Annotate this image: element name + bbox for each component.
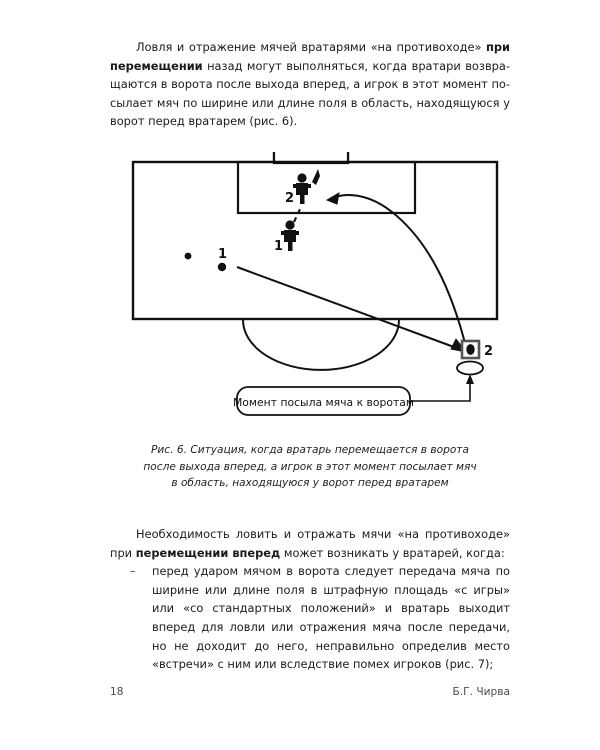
paragraph-2: Необходимость ловить и отражать мячи «на… <box>110 525 510 562</box>
caption-line-3: в область, находящуюся у ворот перед вра… <box>171 477 449 490</box>
callout-leader-arrow <box>466 374 474 384</box>
ball-trajectory-arrowhead <box>325 192 340 205</box>
keeper-movement-dashed-line <box>293 206 302 223</box>
ball-label-2: 2 <box>484 344 493 359</box>
bullet-list: – перед ударом мячом в ворота следует пер… <box>110 562 510 674</box>
ball-label-1: 1 <box>218 247 227 262</box>
paragraph-block-1: Ловля и отражение мячей вратарями «на пр… <box>110 38 510 131</box>
par1-line4: сылает мяч по ширине или длине поля в об… <box>110 95 510 110</box>
page-footer: 18 Б.Г. Чирва <box>110 686 510 698</box>
ball-dot-one <box>217 262 227 272</box>
par1-line5: ворот перед вратарем (рис. 6). <box>110 114 298 129</box>
ball-trajectory-curve <box>329 194 467 348</box>
par1-bold-peremeshchenii: перемещении <box>110 58 203 73</box>
penalty-arc <box>242 319 400 371</box>
paragraph-block-2: Необходимость ловить и отражать мячи «на… <box>110 525 510 674</box>
ball-target-dot <box>466 344 475 355</box>
par1-line2-rest: назад могут выполняться, когда вратари в… <box>202 58 510 73</box>
bullet-dash-icon: – <box>130 564 136 579</box>
caption-line-1: Рис. 6. Ситуация, когда вратарь перемеща… <box>151 444 469 456</box>
running-head-author: Б.Г. Чирва <box>452 686 510 698</box>
keeper-label-1: 1 <box>274 239 283 254</box>
page-number: 18 <box>110 686 124 698</box>
caption-line-2: после выхода вперед, а игрок в этот моме… <box>143 460 477 473</box>
bullet-line-1: перед ударом мячом в ворота следует пере… <box>152 564 510 579</box>
paragraph-1: Ловля и отражение мячей вратарями «на пр… <box>110 38 510 131</box>
par2-bold-perem-vpered: перемещении вперед <box>135 545 281 560</box>
moment-ellipse <box>456 360 484 376</box>
ball-dot-start <box>184 252 192 260</box>
par1-bold-pri: при <box>485 40 510 54</box>
par1-line3: щаются в ворота после выхода вперед, а и… <box>110 77 510 92</box>
bullet-line-5: до него, неправильно определив место «вс… <box>152 638 511 672</box>
callout-box <box>236 386 411 416</box>
keeper-forward-arrow <box>312 169 320 185</box>
bullet-line-4: ловли или отражения мяча после передачи,… <box>152 619 510 653</box>
list-item: – перед ударом мячом в ворота следует пер… <box>110 562 510 674</box>
keeper-figure-start <box>281 220 299 251</box>
par1-line1-text: Ловля и отражение мячей вратарями «на пр… <box>136 40 486 54</box>
par2-line2-rest: может возникать у вратарей, когда: <box>280 545 505 560</box>
bullet-line-6: вследствие помех игроков (рис. 7); <box>280 657 494 672</box>
keeper-figure-forward <box>293 173 311 204</box>
figure-caption: Рис. 6. Ситуация, когда вратарь перемеща… <box>110 442 510 492</box>
pass-line <box>236 266 463 351</box>
keeper-label-2: 2 <box>285 191 294 206</box>
bullet-line-3: «со стандартных положений» и вратарь вых… <box>152 601 511 634</box>
par2-line1: Необходимость ловить и отражать мячи «на… <box>110 527 510 560</box>
callout-label: Момент посыла мяча к воротам <box>233 396 414 409</box>
callout-leader-line <box>410 380 471 402</box>
bullet-line-2: ширине или длине поля в штрафную площадь… <box>152 582 510 616</box>
figure-6: 1 2 Момент посыла мяча к воротам <box>0 152 600 432</box>
figure-6-diagram: 1 2 Момент посыла мяча к воротам <box>131 152 499 416</box>
penalty-area <box>236 160 417 215</box>
